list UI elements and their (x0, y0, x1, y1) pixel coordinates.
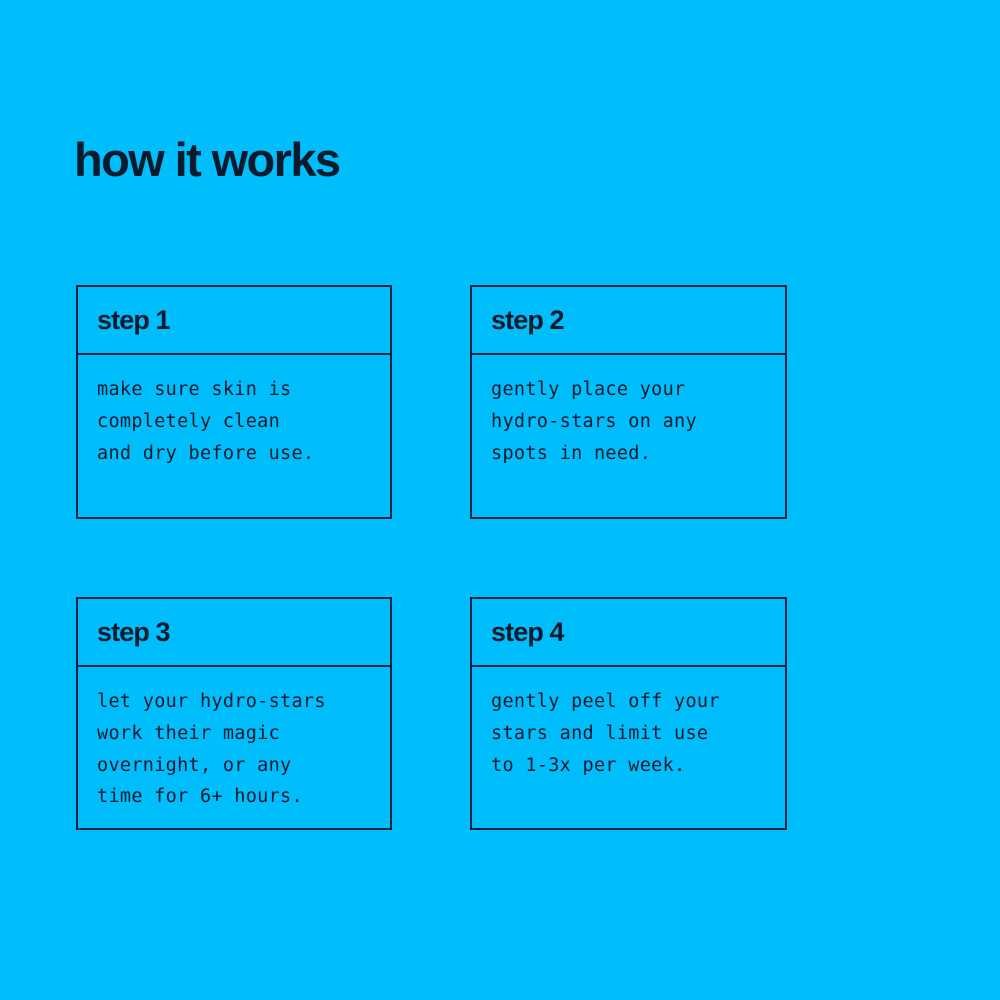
step-card-2: step 2 gently place your hydro-stars on … (470, 285, 787, 519)
step-card-4-body: gently peel off your stars and limit use… (472, 667, 785, 781)
step-card-4-body-line: stars and limit use (491, 722, 709, 744)
step-card-2-body-line: gently place your (491, 379, 686, 400)
step-card-2-body-line: hydro-stars on any (491, 410, 697, 432)
step-card-2-header: step 2 (472, 287, 785, 355)
step-card-4-header-label: step 4 (491, 617, 565, 647)
step-card-3-body-line: work their magic (97, 722, 281, 744)
step-card-3: step 3 let your hydro-stars work their m… (76, 597, 392, 830)
step-card-3-header-label: step 3 (97, 617, 171, 647)
step-card-1-header: step 1 (78, 287, 390, 355)
step-card-1: step 1 make sure skin is completely clea… (76, 285, 392, 519)
step-card-3-body-line: overnight, or any (97, 754, 292, 776)
step-card-4-body-line: to 1-3x per week. (491, 754, 686, 776)
step-card-1-body-line: make sure skin is (97, 379, 292, 400)
step-card-3-header: step 3 (78, 599, 390, 667)
step-card-1-body-line: and dry before use. (97, 442, 315, 464)
step-card-4: step 4 gently peel off your stars and li… (470, 597, 787, 830)
page-title: how it works (74, 133, 341, 187)
step-card-3-body-line: time for 6+ hours. (97, 786, 303, 808)
step-card-2-body-line: spots in need. (491, 442, 652, 464)
step-card-1-body: make sure skin is completely clean and d… (78, 355, 390, 469)
step-card-3-body: let your hydro-stars work their magic ov… (78, 667, 390, 813)
step-card-3-body-line: let your hydro-stars (97, 691, 326, 712)
step-card-1-header-label: step 1 (97, 305, 171, 335)
step-card-1-body-line: completely clean (97, 410, 281, 432)
steps-grid: step 1 make sure skin is completely clea… (76, 285, 787, 830)
step-card-2-body: gently place your hydro-stars on any spo… (472, 355, 785, 469)
step-card-2-header-label: step 2 (491, 305, 565, 335)
step-card-4-header: step 4 (472, 599, 785, 667)
step-card-4-body-line: gently peel off your (491, 691, 720, 712)
